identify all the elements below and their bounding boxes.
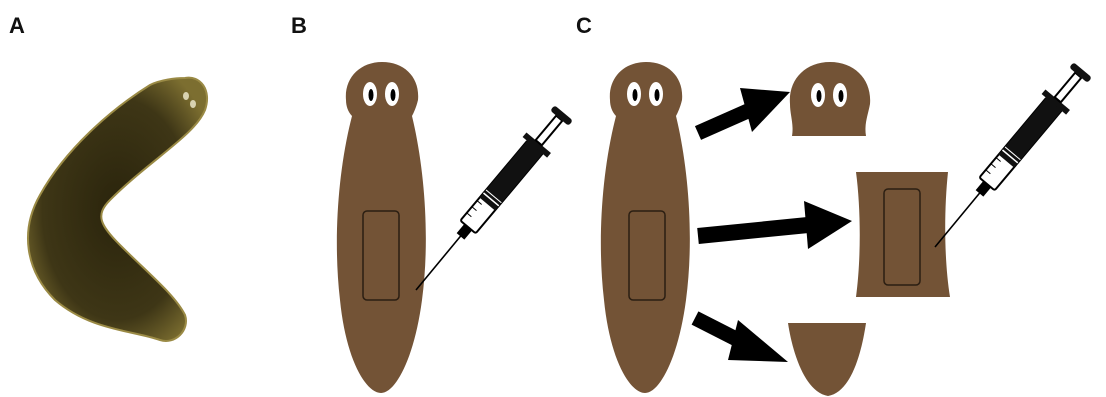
planarian-cartoon-b <box>337 62 426 393</box>
trunk-fragment <box>856 172 950 297</box>
photo-eye-icon <box>190 100 196 108</box>
photo-eye-icon <box>183 92 189 100</box>
syringe-icon <box>416 103 576 290</box>
planarian-cartoon-c <box>601 62 690 393</box>
syringe-icon <box>935 60 1095 247</box>
arrow-icon <box>698 201 852 249</box>
arrow-icon <box>698 88 790 133</box>
tail-fragment <box>788 323 866 396</box>
planarian-photo <box>28 78 207 341</box>
head-fragment <box>790 62 870 136</box>
arrow-icon <box>695 318 788 362</box>
